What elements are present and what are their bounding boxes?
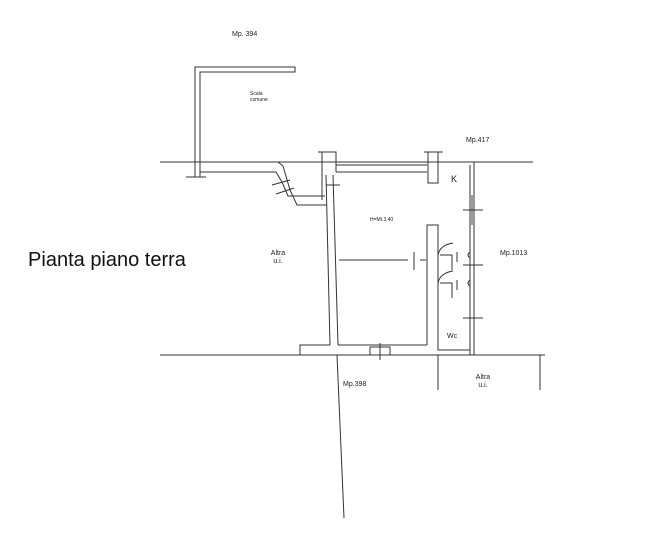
- interior-walls: [339, 224, 470, 351]
- label-mp394: Mp. 394: [232, 31, 258, 38]
- label-mp398: Mp.398: [343, 381, 367, 388]
- plan-title: Pianta piano terra: [28, 249, 186, 271]
- label-wc: Wc: [447, 333, 458, 340]
- label-altra-left: Altra u.i.: [270, 250, 286, 265]
- label-altra-bottom: Altra u.i.: [475, 374, 491, 389]
- boundary-lines: [160, 161, 545, 519]
- right-wall: [463, 162, 483, 355]
- stair-walls: [186, 66, 327, 206]
- top-wall: [336, 151, 443, 184]
- central-wall: [299, 151, 427, 360]
- label-mp417: Mp.417: [466, 137, 490, 144]
- label-k: K: [451, 174, 458, 184]
- label-scala: Scala comune: [250, 91, 268, 103]
- label-mp1013: Mp.1013: [500, 250, 528, 257]
- label-height: H=Mt.3.40: [370, 217, 394, 223]
